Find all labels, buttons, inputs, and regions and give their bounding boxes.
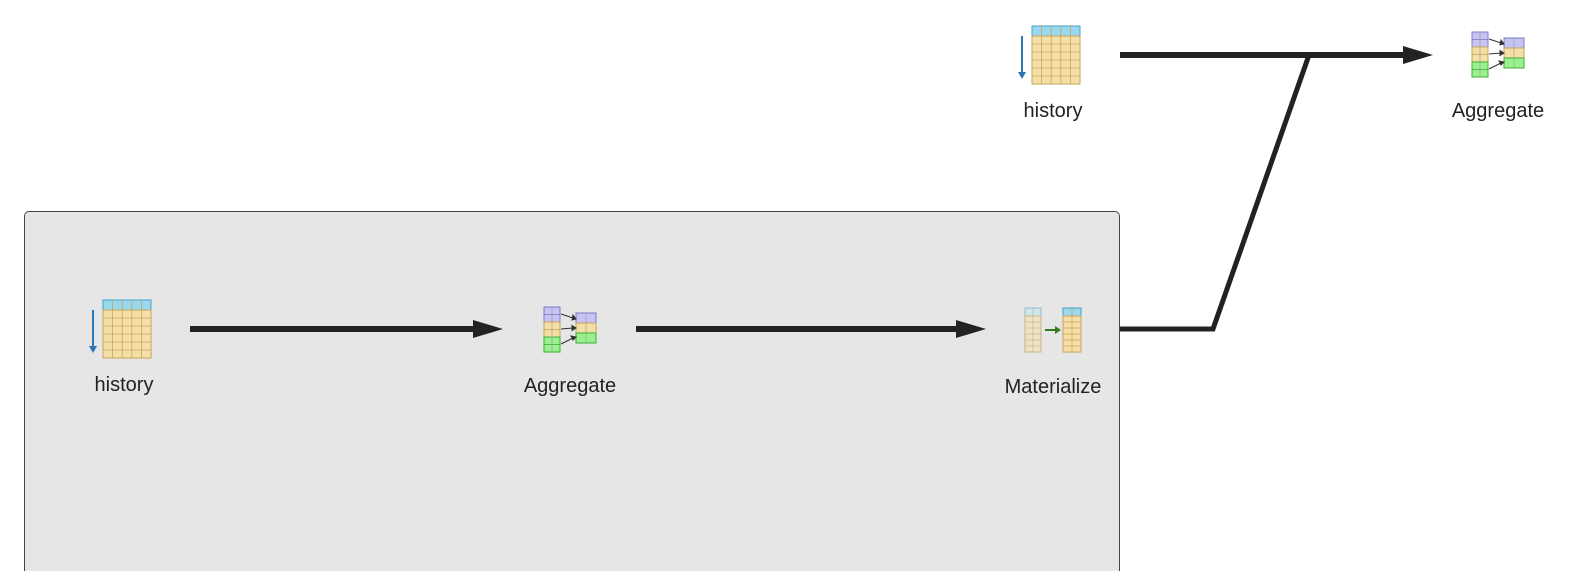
arrowhead-top-aggregate (1403, 46, 1433, 64)
cte-subplan-box (24, 211, 1120, 571)
node-cte-aggregate[interactable]: Aggregate (500, 305, 640, 405)
aggregate-icon (543, 306, 597, 353)
node-cte-history-scan[interactable]: history (54, 298, 194, 398)
node-cte-materialize[interactable]: Materialize (983, 306, 1123, 406)
node-label: Aggregate (523, 375, 617, 397)
aggregate-icon (1471, 31, 1525, 78)
node-top-aggregate[interactable]: Aggregate (1428, 30, 1568, 130)
table-scan-icon (1018, 25, 1081, 85)
node-label: history (94, 374, 154, 396)
node-label: Aggregate (1451, 100, 1545, 122)
arrowhead-cte-aggregate (473, 320, 503, 338)
node-label: history (1023, 100, 1083, 122)
arrowhead-cte-materialize (956, 320, 986, 338)
table-scan-icon (89, 299, 152, 359)
node-top-history-scan[interactable]: history (983, 24, 1123, 124)
edge-materialize-to-aggregate (1120, 54, 1312, 332)
materialize-icon (1024, 307, 1082, 353)
node-label: Materialize (1004, 376, 1102, 398)
